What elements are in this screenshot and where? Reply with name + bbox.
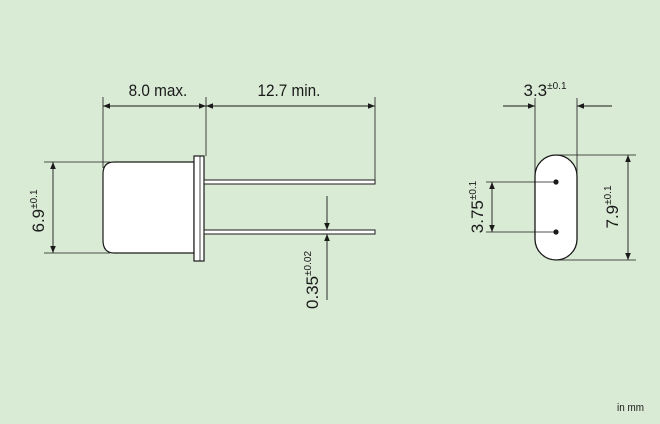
side-view <box>44 97 376 300</box>
end-height-tolerance: ±0.1 <box>603 185 614 205</box>
lead-bottom <box>203 229 376 235</box>
units-note: in mm <box>617 402 644 414</box>
pin-pitch-value: 3.75 <box>468 200 487 233</box>
svg-text:0.35±0.02: 0.35±0.02 <box>303 251 322 309</box>
pin-pitch-label-group: 3.75±0.1 <box>468 180 487 233</box>
end-height-label-group: 7.9±0.1 <box>603 185 622 228</box>
thickness-value: 3.3 <box>523 81 547 100</box>
lead-diameter-tolerance: ±0.02 <box>303 251 314 276</box>
svg-text:3.75±0.1: 3.75±0.1 <box>468 180 487 233</box>
lead-top <box>203 179 376 185</box>
lead-diameter-value: 0.35 <box>303 276 322 309</box>
height-label-group: 6.9±0.1 <box>29 189 48 232</box>
thickness-label: 3.3±0.1 <box>523 81 566 100</box>
lead-length-label: 12.7 min. <box>258 81 321 100</box>
width-label: 8.0 max. <box>129 81 188 100</box>
end-height-value: 7.9 <box>603 205 622 229</box>
height-value: 6.9 <box>29 209 48 233</box>
thickness-tolerance: ±0.1 <box>547 81 567 92</box>
lead-diameter-label-group: 0.35±0.02 <box>303 251 322 309</box>
crystal-body <box>102 161 195 254</box>
height-tolerance: ±0.1 <box>29 189 40 209</box>
flange <box>193 155 205 262</box>
svg-text:7.9±0.1: 7.9±0.1 <box>603 185 622 228</box>
pin-pitch-tolerance: ±0.1 <box>468 180 479 200</box>
svg-text:6.9±0.1: 6.9±0.1 <box>29 189 48 232</box>
end-view <box>486 98 636 261</box>
stadium-outline <box>534 154 578 261</box>
